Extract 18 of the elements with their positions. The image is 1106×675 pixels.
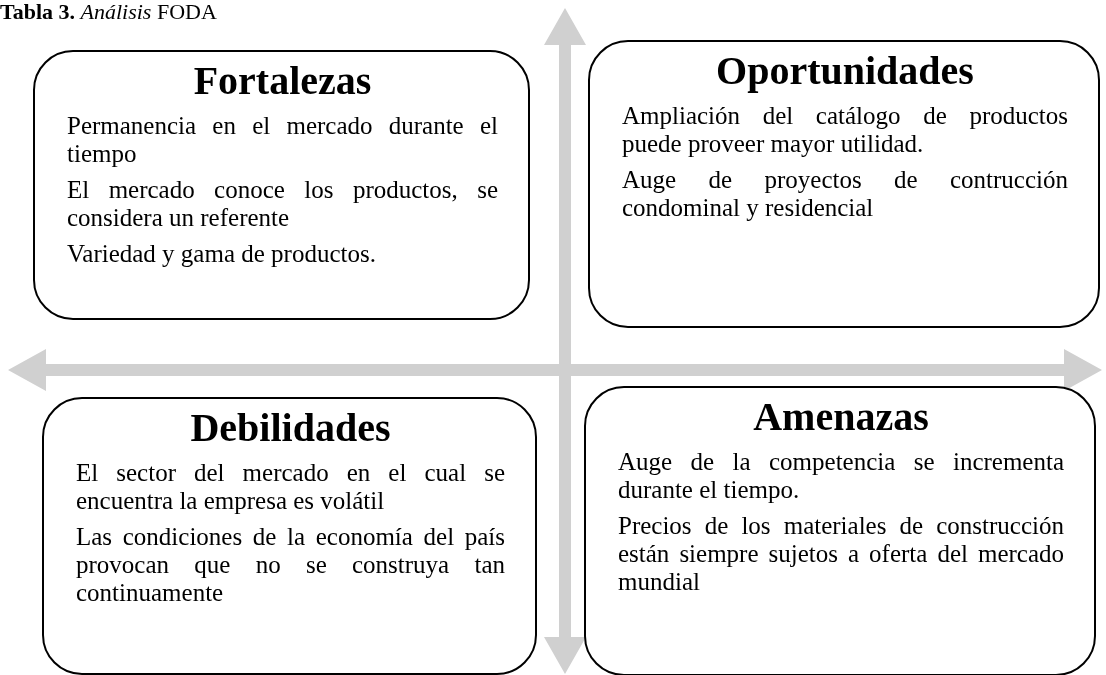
bullet-text: Ampliación del catálogo de productos puede proveer mayor utilidad. <box>622 102 1068 158</box>
bullet-text: Auge de la competencia se incrementa durante el tiempo. <box>618 448 1064 504</box>
quadrant-box <box>33 50 530 320</box>
bullet-text: Variedad y gama de productos. <box>67 240 377 268</box>
bullet-text: Precios de los materiales de construcción están siempre sujetos a oferta del mercado mundial <box>618 512 1064 596</box>
bullet-text: Permanencia en el mercado durante el tiempo <box>67 112 498 168</box>
quadrant-heading: Oportunidades <box>715 48 975 94</box>
quadrant-heading: Amenazas <box>752 394 930 440</box>
bullet-text: Las condiciones de la economía del país provocan que no se construya tan continuamente <box>76 523 505 607</box>
table-caption: Tabla 3. Análisis FODA <box>0 0 217 24</box>
quadrant-heading: Debilidades <box>189 405 392 451</box>
quadrant-box <box>42 397 537 675</box>
quadrant-box <box>588 40 1100 328</box>
bullet-text: El mercado conoce los productos, se considera un referente <box>67 176 498 232</box>
bullet-text: El sector del mercado en el cual se encuentra la empresa es volátil <box>76 459 505 515</box>
quadrant-box <box>584 386 1096 675</box>
quadrant-heading: Fortalezas <box>192 58 373 104</box>
bullet-text: Auge de proyectos de contrucción condominal y residencial <box>622 166 1068 222</box>
